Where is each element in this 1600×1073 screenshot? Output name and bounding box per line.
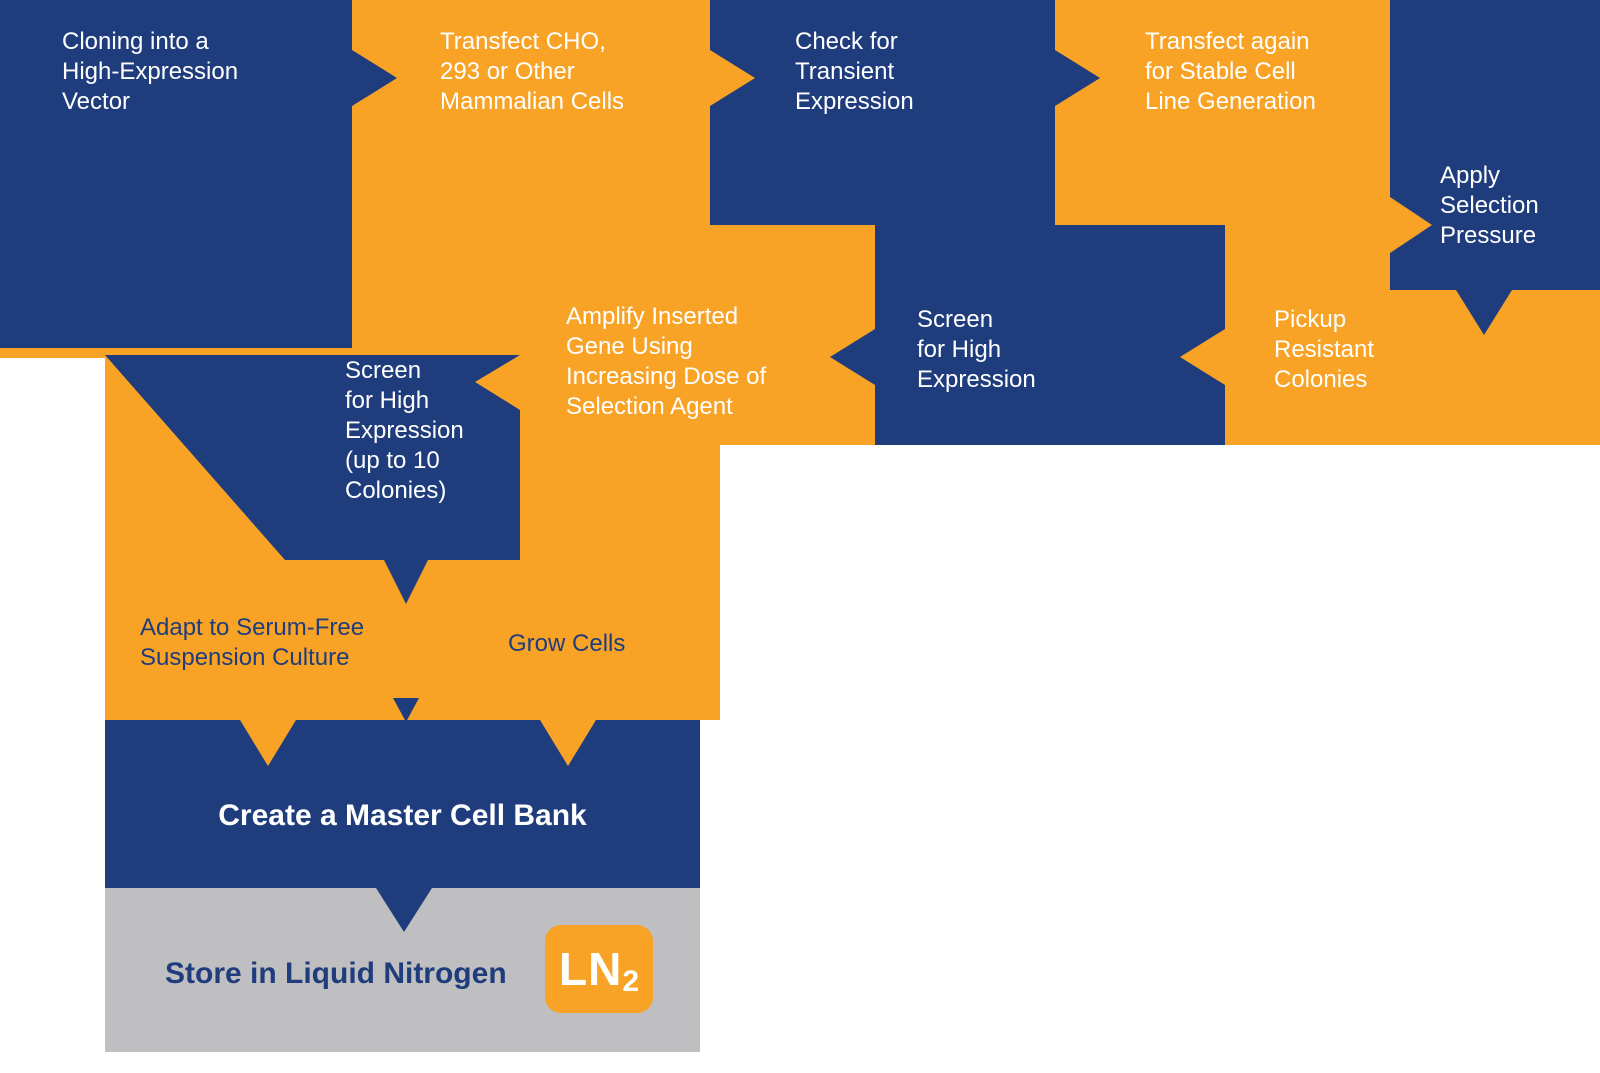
arrow-adapt-to-master-icon	[240, 720, 296, 766]
arrow-pickup-to-screen-icon	[1180, 329, 1225, 385]
block-cloning	[0, 0, 352, 348]
label-apply-selection: Apply Selection Pressure	[1440, 162, 1539, 249]
label-screen-high-expression: Screen for High Expression	[917, 306, 1036, 393]
block-transfect-cho	[352, 0, 710, 225]
label-grow-cells: Grow Cells	[508, 630, 626, 657]
arrow-transfect-again-to-apply-icon	[1390, 197, 1432, 253]
label-screen-colonies: Screen for High Expression (up to 10 Col…	[345, 357, 464, 504]
block-screen-high-expression	[875, 225, 1225, 445]
label-pickup-colonies: Pickup Resistant Colonies	[1274, 306, 1375, 393]
arrow-check-to-transfect-again-icon	[1055, 50, 1100, 106]
arrow-transfect-to-check-icon	[710, 50, 755, 106]
label-transfect-stable: Transfect again for Stable Cell Line Gen…	[1145, 28, 1316, 115]
arrow-apply-to-pickup-icon	[1456, 290, 1512, 335]
label-cloning: Cloning into a High-Expression Vector	[62, 28, 239, 115]
orange-edge-strip	[0, 348, 105, 358]
block-transfect-stable	[1055, 0, 1390, 225]
label-amplify-gene: Amplify Inserted Gene Using Increasing D…	[566, 303, 767, 420]
arrow-cloning-to-transfect-icon	[352, 50, 397, 106]
orange-connector-region	[352, 225, 520, 348]
arrow-screen-to-amplify-icon	[830, 329, 875, 385]
arrow-master-to-store-icon	[376, 888, 432, 932]
ln2-subscript: 2	[622, 965, 639, 998]
arrow-grow-to-master-icon	[540, 720, 596, 766]
arrow-screen-colonies-to-master-icon	[393, 698, 419, 722]
label-store-liquid-nitrogen: Store in Liquid Nitrogen	[165, 957, 507, 990]
ln2-label: LN	[558, 943, 623, 995]
block-master-cell-bank	[105, 720, 700, 888]
block-check-transient	[710, 0, 1055, 225]
label-check-transient: Check for Transient Expression	[795, 28, 914, 115]
label-master-cell-bank: Create a Master Cell Bank	[218, 799, 587, 832]
label-adapt-serum-free: Adapt to Serum-Free Suspension Culture	[140, 614, 365, 671]
label-transfect-cho: Transfect CHO, 293 or Other Mammalian Ce…	[440, 28, 625, 115]
